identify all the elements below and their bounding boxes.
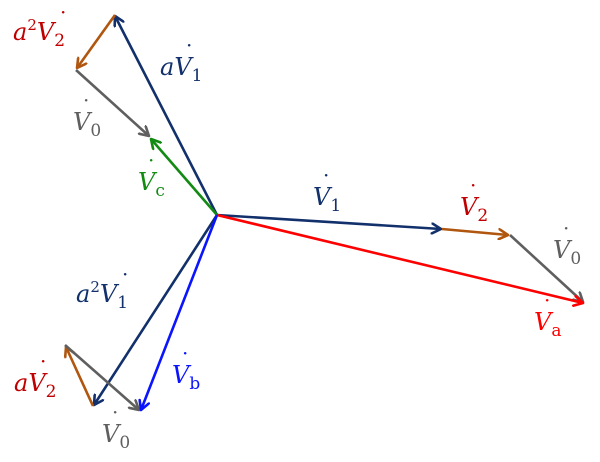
svg-text:·: ·	[323, 163, 329, 187]
svg-text:·: ·	[148, 148, 154, 172]
vector-a-v2	[66, 347, 95, 407]
svg-text:V2: V2	[460, 193, 488, 226]
svg-text:V0: V0	[102, 420, 130, 453]
svg-text:V1: V1	[313, 183, 341, 216]
label-a2-v2: a2V2 ·	[13, 0, 66, 51]
svg-text:·: ·	[83, 88, 89, 112]
svg-text:aV1: aV1	[160, 53, 202, 86]
label-v1: V1 ·	[313, 163, 341, 216]
vector-vc	[151, 139, 218, 216]
svg-text:aV2: aV2	[14, 369, 56, 402]
vector-v0-b	[64, 344, 139, 410]
vector-v1	[216, 213, 441, 229]
vector-va	[216, 213, 583, 303]
svg-text:·: ·	[186, 33, 192, 57]
svg-text:·: ·	[470, 173, 476, 197]
label-a-v2: aV2 ·	[14, 349, 56, 402]
svg-text:·: ·	[563, 216, 569, 240]
phase-a-group	[216, 213, 583, 303]
svg-text:·: ·	[544, 288, 550, 312]
svg-text:Va: Va	[534, 308, 561, 341]
svg-text:Vc: Vc	[138, 168, 165, 201]
label-v0-a: V0 ·	[553, 216, 581, 269]
vector-v2	[441, 227, 508, 235]
vector-v0-a	[509, 234, 583, 302]
vector-a-v1	[115, 16, 219, 216]
svg-text:·: ·	[182, 341, 188, 365]
vector-a2-v1	[94, 214, 219, 405]
phase-b-group	[64, 214, 219, 410]
svg-text:a2V2: a2V2	[13, 16, 65, 51]
label-vb: Vb ·	[172, 341, 200, 394]
svg-text:a2V1: a2V1	[76, 278, 128, 313]
label-a2-v1: a2V1 ·	[76, 262, 128, 313]
label-v0-c: V0 ·	[73, 88, 101, 141]
label-va: Va ·	[534, 288, 561, 341]
svg-text:·: ·	[112, 400, 118, 424]
label-v2: V2 ·	[460, 173, 488, 226]
label-vc: Vc ·	[138, 148, 165, 201]
label-v0-b: V0 ·	[102, 400, 130, 453]
vector-v0-c	[75, 69, 149, 136]
vector-a2-v2	[77, 14, 117, 68]
label-a-v1: aV1 ·	[160, 33, 202, 86]
svg-text:Vb: Vb	[172, 361, 200, 394]
vector-vb	[141, 214, 219, 410]
svg-text:·: ·	[60, 0, 66, 24]
svg-text:V0: V0	[73, 108, 101, 141]
svg-text:·: ·	[40, 349, 46, 373]
svg-text:V0: V0	[553, 236, 581, 269]
svg-text:·: ·	[122, 262, 128, 286]
phase-c-group	[75, 14, 219, 216]
